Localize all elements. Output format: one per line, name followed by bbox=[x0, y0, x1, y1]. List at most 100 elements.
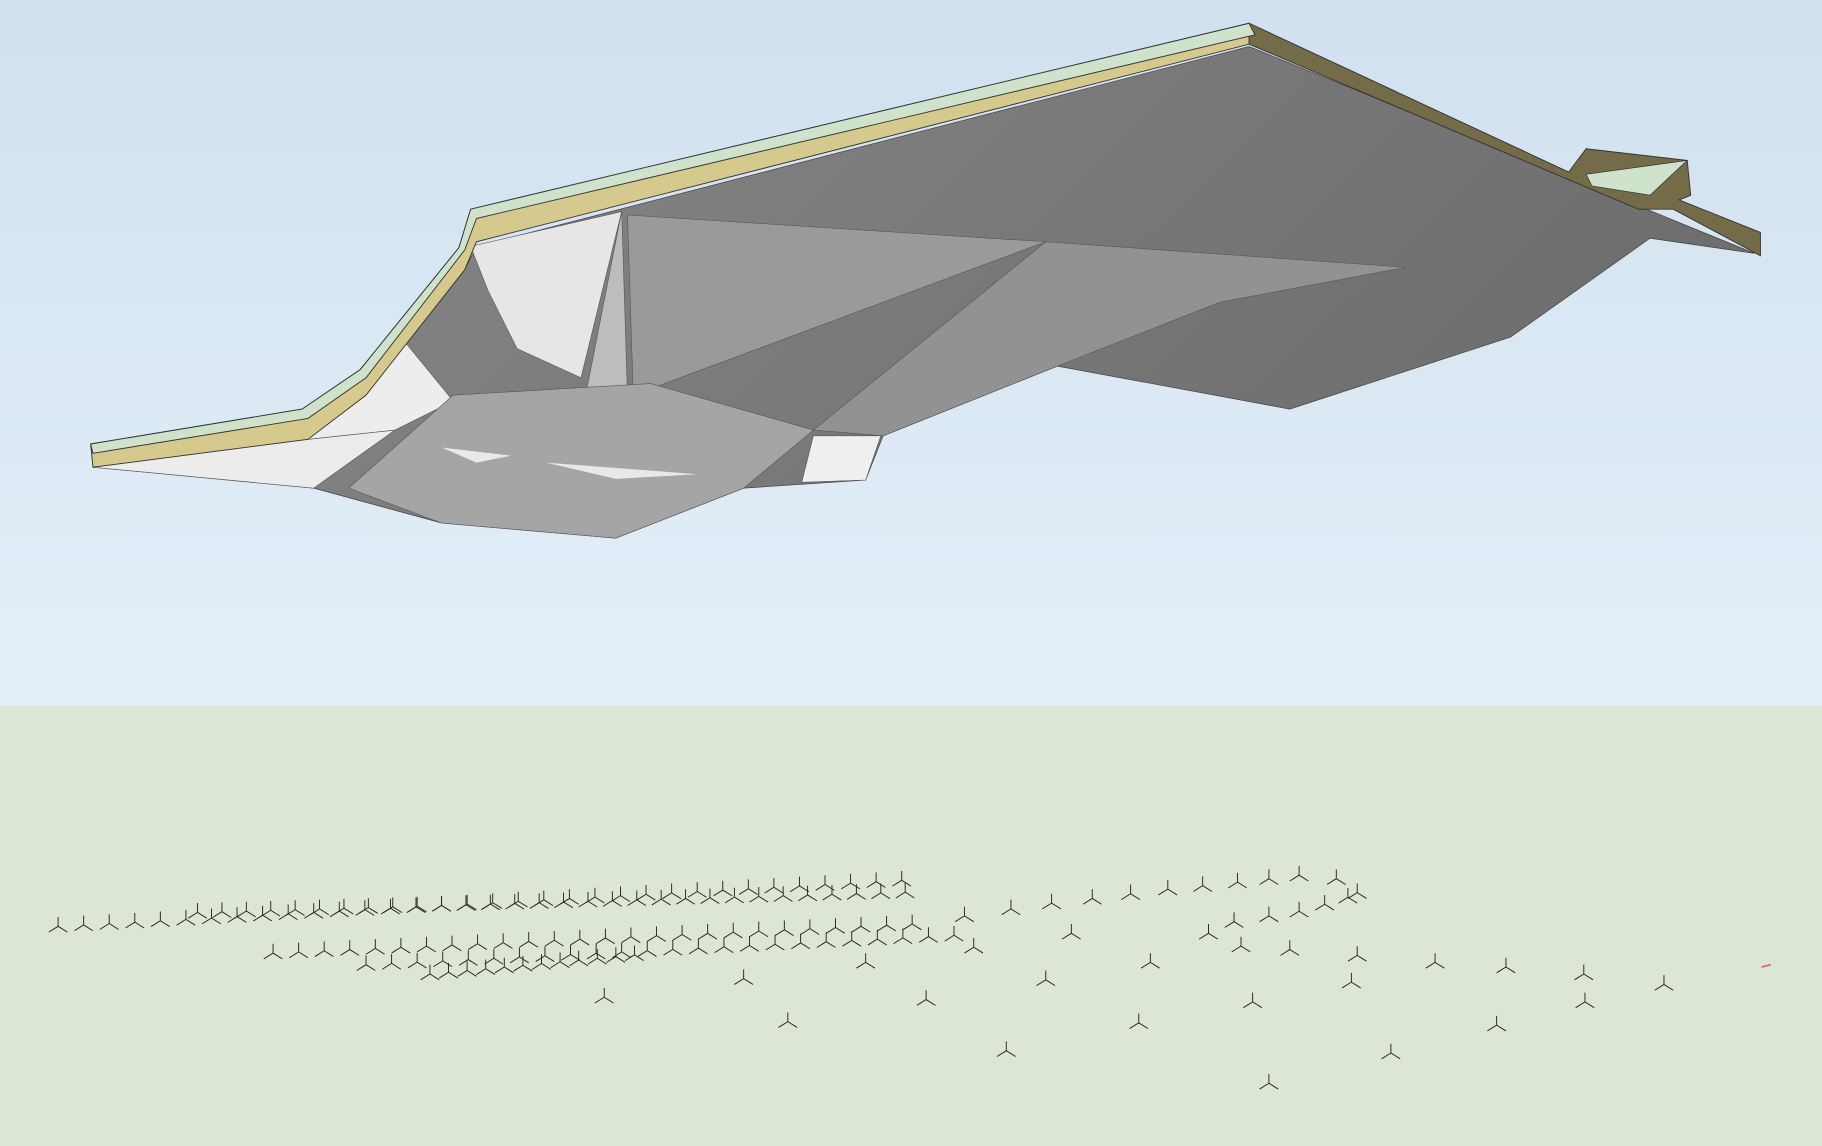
tree-marker bbox=[285, 900, 305, 916]
tree-marker bbox=[892, 871, 912, 887]
tree-marker bbox=[765, 934, 785, 951]
tree-marker bbox=[289, 942, 309, 959]
tree-marker bbox=[578, 891, 598, 908]
tree-marker bbox=[636, 884, 656, 901]
tree-marker bbox=[236, 901, 256, 918]
model-top-surface bbox=[90, 22, 1256, 454]
tree-marker bbox=[1425, 953, 1445, 969]
tree-marker bbox=[646, 926, 667, 942]
tree-marker bbox=[651, 889, 671, 906]
tree-marker bbox=[1326, 869, 1346, 885]
tree-marker bbox=[713, 880, 733, 897]
tree-marker bbox=[1193, 876, 1213, 892]
tree-marker bbox=[822, 884, 842, 901]
tree-marker bbox=[468, 934, 488, 950]
tree-marker bbox=[212, 902, 232, 918]
model-facet bbox=[627, 214, 1046, 396]
tree-marker bbox=[382, 954, 402, 970]
tree-marker bbox=[816, 932, 836, 948]
tree-marker bbox=[1243, 992, 1263, 1009]
tree-marker bbox=[310, 899, 330, 916]
tree-marker bbox=[383, 897, 403, 914]
tree-marker bbox=[764, 877, 784, 894]
tree-marker bbox=[554, 892, 574, 909]
tree-marker bbox=[1347, 883, 1367, 899]
tree-marker bbox=[201, 908, 222, 925]
tree-marker bbox=[734, 969, 754, 985]
tree-marker bbox=[1487, 1015, 1507, 1032]
tree-marker bbox=[842, 931, 862, 947]
model-facet bbox=[812, 241, 1407, 437]
tree-marker bbox=[964, 937, 984, 954]
tree-marker bbox=[773, 886, 793, 902]
tree-marker bbox=[433, 951, 453, 968]
tree-marker bbox=[1061, 924, 1081, 940]
tree-marker bbox=[1231, 936, 1251, 953]
tree-marker bbox=[1259, 1073, 1279, 1090]
tree-marker bbox=[637, 941, 657, 957]
tree-marker bbox=[800, 919, 820, 935]
tree-marker bbox=[723, 922, 743, 939]
tree-marker bbox=[1574, 964, 1594, 981]
tree-marker bbox=[1381, 1043, 1401, 1060]
tree-marker bbox=[407, 896, 427, 913]
tree-marker bbox=[877, 915, 897, 932]
terrain-model[interactable] bbox=[90, 22, 1761, 539]
tree-marker bbox=[714, 937, 734, 953]
tree-marker bbox=[150, 911, 170, 927]
tree-marker bbox=[1259, 869, 1279, 885]
tree-marker bbox=[895, 882, 915, 899]
tree-marker bbox=[391, 937, 411, 954]
tree-marker bbox=[867, 929, 887, 946]
tree-marker bbox=[916, 990, 936, 1006]
tree-marker bbox=[442, 935, 462, 952]
tree-marker bbox=[856, 953, 876, 969]
tree-marker bbox=[227, 907, 247, 923]
tree-marker bbox=[176, 910, 196, 926]
tree-marker bbox=[263, 943, 283, 960]
model-facet bbox=[546, 462, 698, 479]
tree-marker bbox=[612, 942, 632, 959]
tree-marker bbox=[570, 929, 590, 946]
tree-marker bbox=[798, 885, 818, 902]
tree-marker bbox=[48, 917, 68, 933]
tree-marker bbox=[1280, 940, 1300, 956]
tree-markers bbox=[48, 865, 1674, 1090]
tree-marker bbox=[851, 917, 871, 933]
tree-marker bbox=[1289, 865, 1309, 882]
tree-marker bbox=[688, 938, 708, 955]
tree-marker bbox=[531, 954, 552, 970]
tree-marker bbox=[519, 932, 539, 948]
tree-marker bbox=[1129, 1013, 1149, 1030]
tree-marker bbox=[627, 890, 647, 907]
tree-marker bbox=[253, 905, 273, 922]
tree-marker bbox=[954, 906, 974, 923]
tree-marker bbox=[438, 962, 459, 979]
tree-marker bbox=[871, 883, 891, 900]
tree-marker bbox=[676, 889, 696, 905]
tree-marker bbox=[432, 896, 452, 912]
tree-marker bbox=[125, 912, 145, 929]
tree-marker bbox=[99, 914, 119, 930]
tree-marker bbox=[569, 950, 589, 967]
tree-marker bbox=[340, 940, 360, 956]
tree-marker bbox=[1158, 879, 1178, 896]
tree-marker bbox=[457, 961, 477, 977]
tree-marker bbox=[476, 959, 496, 975]
tree-marker bbox=[365, 939, 385, 955]
tree-marker bbox=[1140, 953, 1160, 969]
tree-marker bbox=[494, 957, 514, 974]
tree-marker bbox=[1575, 992, 1595, 1009]
tree-marker bbox=[456, 895, 476, 911]
tree-marker bbox=[1082, 889, 1102, 905]
tree-marker bbox=[480, 894, 500, 911]
tree-marker bbox=[1042, 893, 1062, 910]
tree-marker bbox=[841, 873, 861, 890]
tree-marker bbox=[1289, 901, 1309, 918]
tree-marker bbox=[358, 898, 378, 914]
tree-marker bbox=[749, 921, 769, 938]
tree-marker bbox=[1001, 899, 1021, 916]
model-facet bbox=[348, 383, 815, 539]
